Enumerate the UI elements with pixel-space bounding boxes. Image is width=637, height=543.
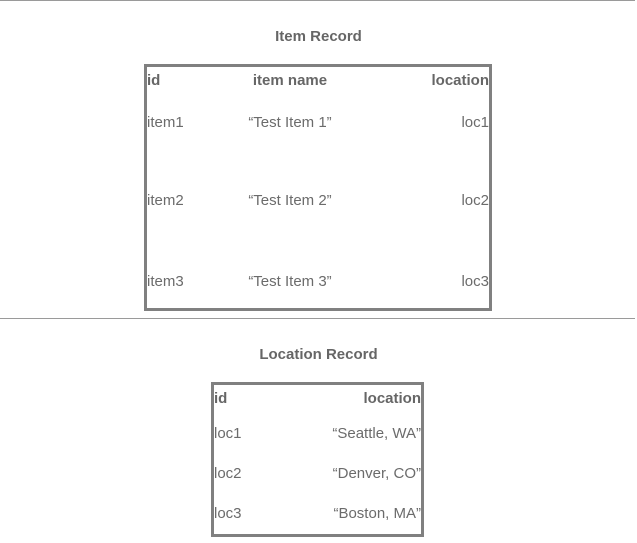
- cell-id: loc1: [214, 424, 242, 442]
- cell-id: item2: [147, 192, 184, 210]
- cell-id: loc3: [214, 505, 242, 523]
- cell-location: loc2: [461, 192, 489, 210]
- cell-item-name: “Test Item 3”: [248, 272, 332, 290]
- cell-id: item3: [147, 272, 184, 290]
- table-row: item2 “Test Item 2” loc2: [147, 147, 489, 254]
- table-row: item3 “Test Item 3” loc3: [147, 254, 489, 308]
- item-record-title: Item Record: [275, 28, 362, 45]
- section-divider: [0, 318, 635, 319]
- table-row: item1 “Test Item 1” loc1: [147, 98, 489, 148]
- cell-location: loc3: [461, 272, 489, 290]
- item-record-table: id item name location item1 “Test Item 1…: [144, 64, 492, 311]
- location-record-title: Location Record: [259, 346, 378, 363]
- table-row: loc1 “Seattle, WA”: [214, 413, 421, 453]
- cell-id: item1: [147, 114, 184, 132]
- table-row: loc3 “Boston, MA”: [214, 494, 421, 534]
- table-header-row: id item name location: [147, 67, 489, 98]
- cell-location: “Boston, MA”: [333, 505, 421, 523]
- table-row: loc2 “Denver, CO”: [214, 453, 421, 493]
- top-divider: [0, 0, 635, 1]
- column-header-location: location: [363, 390, 421, 407]
- cell-location: “Denver, CO”: [332, 465, 421, 483]
- location-record-table: id location loc1 “Seattle, WA” loc2 “Den…: [211, 382, 424, 537]
- cell-item-name: “Test Item 2”: [248, 192, 332, 210]
- cell-location: loc1: [461, 114, 489, 132]
- cell-location: “Seattle, WA”: [332, 424, 421, 442]
- column-header-id: id: [147, 72, 161, 89]
- column-header-location: location: [431, 72, 489, 89]
- cell-item-name: “Test Item 1”: [248, 114, 332, 132]
- column-header-item-name: item name: [252, 72, 328, 89]
- table-header-row: id location: [214, 385, 421, 413]
- column-header-id: id: [214, 390, 228, 407]
- cell-id: loc2: [214, 465, 242, 483]
